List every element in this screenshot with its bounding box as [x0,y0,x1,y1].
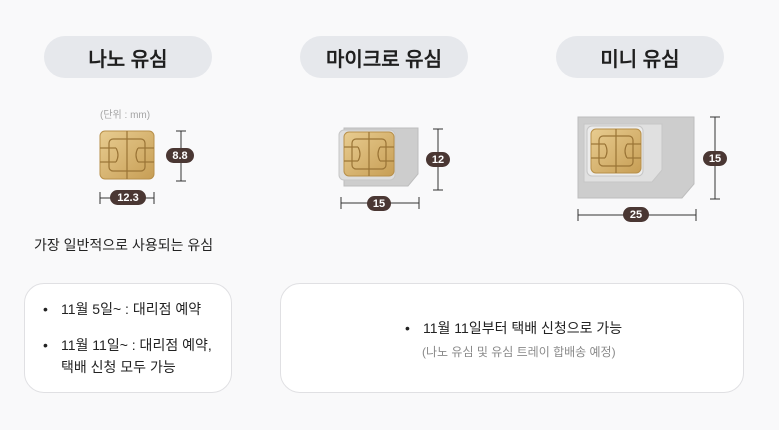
right-info-card: • 11월 11일부터 택배 신청으로 가능 (나노 유심 및 유심 트레이 합… [280,283,744,393]
unit-note: (단위 : mm) [100,110,151,121]
nano-height-label: 8.8 [166,148,194,163]
mini-height-label: 15 [703,151,727,166]
delivery-info-text: 11월 11일부터 택배 신청으로 가능 [423,320,623,336]
mini-sim-title: 미니 유심 [556,36,724,78]
nano-sim-icon [99,130,186,204]
mini-sim-icon [577,116,720,221]
nano-caption: 가장 일반적으로 사용되는 유심 [34,237,214,253]
bundle-note: (나노 유심 및 유심 트레이 합배송 예정) [422,345,616,359]
micro-sim-icon [338,127,443,209]
left-info-card: • 11월 5일~ : 대리점 예약 • 11월 11일~ : 대리점 예약, … [24,283,232,393]
nano-sim-title: 나노 유심 [44,36,212,78]
mini-width-label: 25 [623,207,649,222]
delivery-date-text-line2: 택배 신청 모두 가능 [61,359,176,375]
delivery-date-text: 11월 11일~ : 대리점 예약, [61,337,212,353]
nano-width-label: 12.3 [110,190,146,205]
list-item: • 11월 5일~ : 대리점 예약 [43,298,201,320]
list-item: • 11월 11일부터 택배 신청으로 가능 [405,317,622,339]
bullet: • [43,337,48,353]
micro-height-label: 12 [426,152,450,167]
reservation-date-text: 11월 5일~ : 대리점 예약 [61,301,202,317]
micro-width-label: 15 [367,196,391,211]
micro-sim-title: 마이크로 유심 [300,36,468,78]
bullet: • [405,320,410,336]
list-item: • 11월 11일~ : 대리점 예약, 택배 신청 모두 가능 [43,334,212,378]
bullet: • [43,301,48,317]
